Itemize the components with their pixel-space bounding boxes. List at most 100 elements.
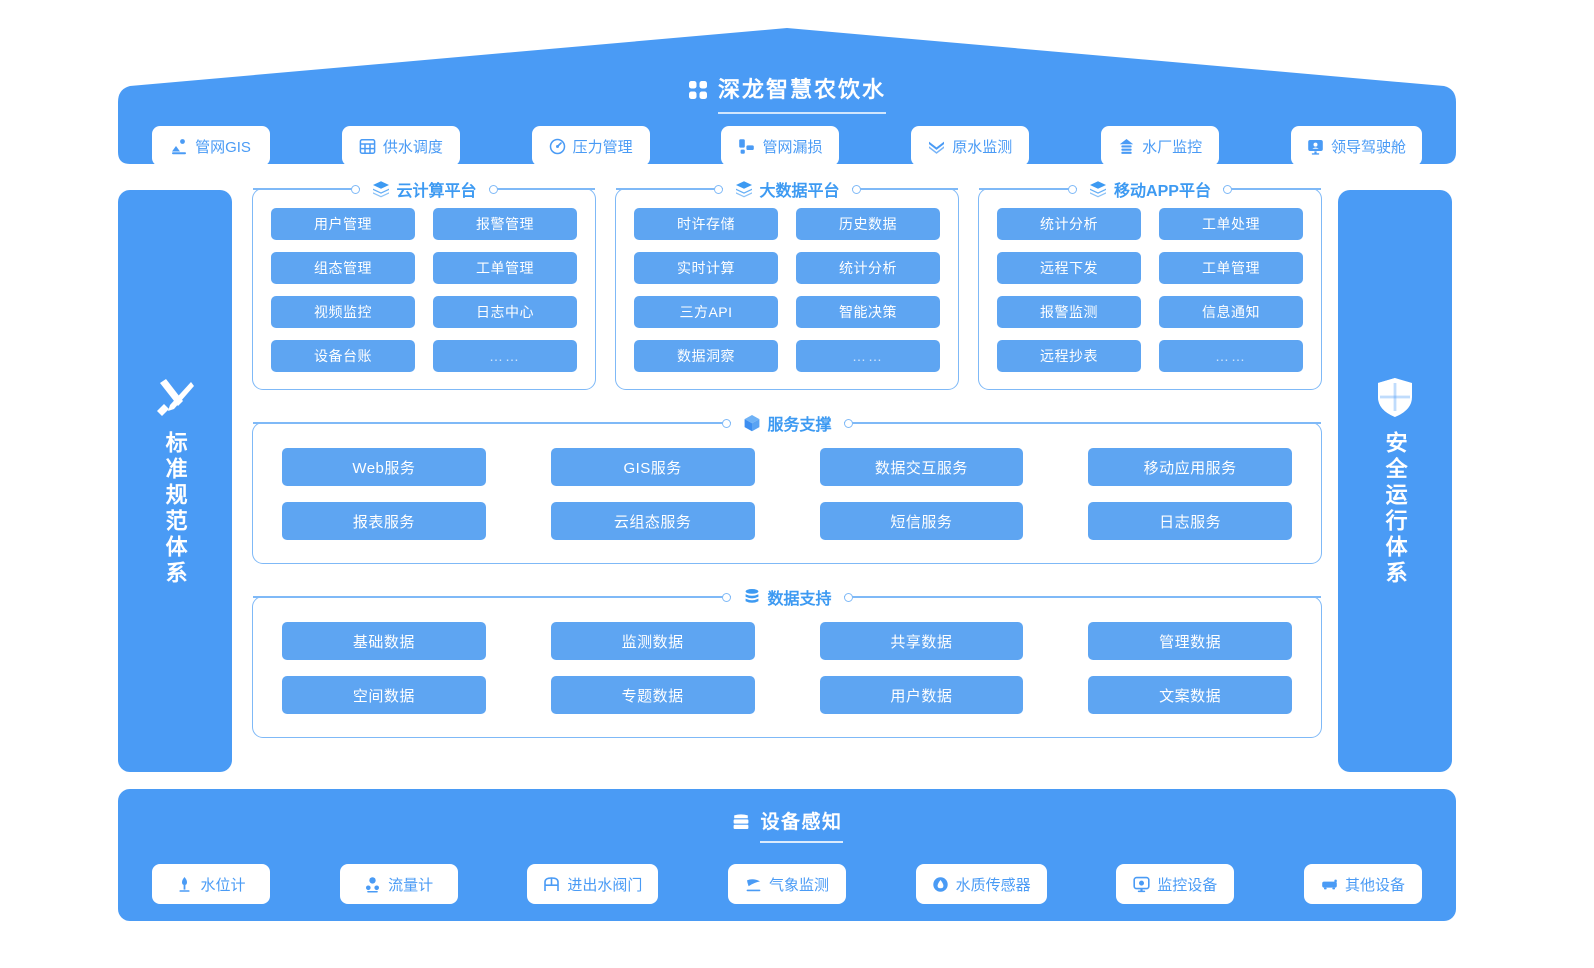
service-cell[interactable]: 云组态服务 (550, 502, 755, 540)
data-cell[interactable]: 专题数据 (550, 676, 755, 714)
panel-body: 时许存储 历史数据 实时计算 统计分析 三方API 智能决策 数据洞察 …… (616, 189, 958, 389)
module-cell[interactable]: 统计分析 (796, 252, 940, 284)
module-cell[interactable]: 统计分析 (997, 208, 1141, 240)
panel-data-support: 数据支持 基础数据 监测数据 共享数据 管理数据 空间数据 专题数据 用户数据 … (252, 585, 1322, 738)
nav-item-pipe-network-gis[interactable]: 管网GIS (152, 126, 270, 166)
footer-title-text: 设备感知 (760, 807, 843, 843)
nav-item-label: 原水监测 (952, 138, 1013, 156)
module-cell-more[interactable]: …… (796, 340, 940, 372)
module-cell[interactable]: 工单处理 (1159, 208, 1303, 240)
service-cell[interactable]: 数据交互服务 (819, 448, 1024, 486)
nav-item-leader-cockpit[interactable]: 领导驾驶舱 (1290, 126, 1422, 166)
data-cell[interactable]: 空间数据 (282, 676, 486, 714)
panel-body: Web服务 GIS服务 数据交互服务 移动应用服务 报表服务 云组态服务 短信服… (253, 423, 1321, 563)
service-cell[interactable]: GIS服务 (550, 448, 755, 486)
nav-item-label: 领导驾驶舱 (1330, 138, 1406, 156)
ruler-pencil-icon (153, 375, 197, 419)
page-title: 深龙智慧农饮水 (118, 72, 1456, 114)
device-item-label: 水质传感器 (955, 876, 1031, 894)
header-nav: 管网GIS 供水调度 压力管理 管网漏损 原水监测 (118, 120, 1456, 172)
module-cell[interactable]: 智能决策 (796, 296, 940, 328)
right-pillar-security: 安全运行体系 (1338, 190, 1452, 772)
main-content: 云计算平台 用户管理 报警管理 组态管理 工单管理 视频监控 日志中心 设备台账… (252, 177, 1322, 738)
camera-monitor-icon (1133, 876, 1150, 893)
module-cell-more[interactable]: …… (1159, 340, 1303, 372)
leader-cockpit-icon (1307, 138, 1324, 155)
page-title-text: 深龙智慧农饮水 (717, 72, 886, 114)
weather-monitor-icon (745, 876, 762, 893)
nav-item-water-supply-dispatch[interactable]: 供水调度 (341, 126, 460, 166)
device-item-other-device[interactable]: 其他设备 (1303, 864, 1422, 904)
server-rack-icon (731, 813, 751, 833)
nav-item-pipe-leakage[interactable]: 管网漏损 (721, 126, 840, 166)
left-pillar-standards: 标准规范体系 (118, 190, 232, 772)
shield-icon (1373, 375, 1417, 419)
service-cell[interactable]: Web服务 (282, 448, 486, 486)
module-cell-more[interactable]: …… (433, 340, 577, 372)
service-cell[interactable]: 短信服务 (819, 502, 1024, 540)
right-pillar-text: 安全运行体系 (1382, 431, 1408, 587)
module-cell[interactable]: 数据洞察 (634, 340, 778, 372)
panel-service-support: 服务支撑 Web服务 GIS服务 数据交互服务 移动应用服务 报表服务 云组态服… (252, 411, 1322, 564)
valve-icon (543, 876, 560, 893)
service-cell[interactable]: 报表服务 (282, 502, 486, 540)
footer-device-layer: 设备感知 水位计 流量计 进出水阀门 气象监测 (118, 789, 1456, 921)
module-cell[interactable]: 信息通知 (1159, 296, 1303, 328)
module-cell[interactable]: 工单管理 (1159, 252, 1303, 284)
nav-item-raw-water-monitor[interactable]: 原水监测 (911, 126, 1030, 166)
device-item-label: 流量计 (388, 876, 434, 894)
nav-item-label: 管网GIS (195, 138, 251, 156)
cell-grid: 统计分析 工单处理 远程下发 工单管理 报警监测 信息通知 远程抄表 …… (997, 208, 1303, 372)
data-cell[interactable]: 监测数据 (550, 622, 755, 660)
module-cell[interactable]: 报警监测 (997, 296, 1141, 328)
nav-item-label: 压力管理 (572, 138, 633, 156)
flow-meter-icon (364, 876, 381, 893)
service-cell[interactable]: 日志服务 (1088, 502, 1292, 540)
cell-grid: 时许存储 历史数据 实时计算 统计分析 三方API 智能决策 数据洞察 …… (634, 208, 940, 372)
data-cell[interactable]: 用户数据 (819, 676, 1024, 714)
nav-item-waterworks-monitor[interactable]: 水厂监控 (1101, 126, 1220, 166)
module-cell[interactable]: 视频监控 (271, 296, 415, 328)
left-pillar-text: 标准规范体系 (162, 431, 188, 587)
device-item-weather-monitor[interactable]: 气象监测 (727, 864, 846, 904)
module-cell[interactable]: 远程抄表 (997, 340, 1141, 372)
raw-water-monitor-icon (928, 138, 945, 155)
device-item-camera-monitor[interactable]: 监控设备 (1116, 864, 1235, 904)
device-item-flow-meter[interactable]: 流量计 (339, 864, 458, 904)
data-cell[interactable]: 管理数据 (1088, 622, 1292, 660)
cell-grid: 用户管理 报警管理 组态管理 工单管理 视频监控 日志中心 设备台账 …… (271, 208, 577, 372)
nav-item-label: 供水调度 (382, 138, 443, 156)
waterworks-monitor-icon (1118, 138, 1135, 155)
panel-bigdata-platform: 大数据平台 时许存储 历史数据 实时计算 统计分析 三方API 智能决策 数据洞… (615, 177, 959, 390)
device-row: 水位计 流量计 进出水阀门 气象监测 水质传感器 (118, 861, 1456, 907)
water-level-gauge-icon (176, 876, 193, 893)
module-cell[interactable]: 三方API (634, 296, 778, 328)
module-cell[interactable]: 组态管理 (271, 252, 415, 284)
panel-body: 用户管理 报警管理 组态管理 工单管理 视频监控 日志中心 设备台账 …… (253, 189, 595, 389)
module-cell[interactable]: 实时计算 (634, 252, 778, 284)
module-cell[interactable]: 设备台账 (271, 340, 415, 372)
module-cell[interactable]: 历史数据 (796, 208, 940, 240)
panel-body: 基础数据 监测数据 共享数据 管理数据 空间数据 专题数据 用户数据 文案数据 (253, 597, 1321, 737)
module-cell[interactable]: 远程下发 (997, 252, 1141, 284)
module-cell[interactable]: 时许存储 (634, 208, 778, 240)
device-item-label: 监控设备 (1157, 876, 1218, 894)
pipe-leakage-icon (738, 138, 755, 155)
data-cell[interactable]: 基础数据 (282, 622, 486, 660)
module-cell[interactable]: 报警管理 (433, 208, 577, 240)
data-cell[interactable]: 共享数据 (819, 622, 1024, 660)
module-cell[interactable]: 工单管理 (433, 252, 577, 284)
device-item-water-quality-sensor[interactable]: 水质传感器 (915, 864, 1047, 904)
device-item-valve[interactable]: 进出水阀门 (527, 864, 659, 904)
device-item-label: 水位计 (200, 876, 246, 894)
panel-cloud-platform: 云计算平台 用户管理 报警管理 组态管理 工单管理 视频监控 日志中心 设备台账… (252, 177, 596, 390)
device-item-water-level-gauge[interactable]: 水位计 (152, 864, 270, 904)
water-quality-sensor-icon (932, 876, 949, 893)
module-cell[interactable]: 日志中心 (433, 296, 577, 328)
grid-squares-icon (688, 80, 708, 100)
data-cell[interactable]: 文案数据 (1088, 676, 1292, 714)
cell-grid: 基础数据 监测数据 共享数据 管理数据 空间数据 专题数据 用户数据 文案数据 (282, 622, 1292, 714)
nav-item-pressure-management[interactable]: 压力管理 (531, 126, 650, 166)
service-cell[interactable]: 移动应用服务 (1088, 448, 1292, 486)
module-cell[interactable]: 用户管理 (271, 208, 415, 240)
